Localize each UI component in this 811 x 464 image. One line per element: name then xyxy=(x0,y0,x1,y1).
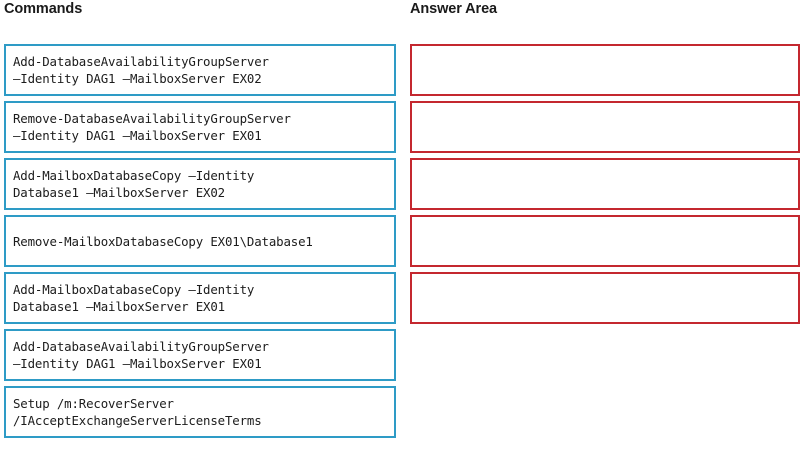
command-item[interactable]: Setup /m:RecoverServer /IAcceptExchangeS… xyxy=(4,386,396,438)
command-line-2: –Identity DAG1 –MailboxServer EX02 xyxy=(13,71,262,86)
command-item[interactable]: Remove-MailboxDatabaseCopy EX01\Database… xyxy=(4,215,396,267)
command-item[interactable]: Add-MailboxDatabaseCopy –Identity Databa… xyxy=(4,158,396,210)
command-line-1: Add-MailboxDatabaseCopy –Identity xyxy=(13,168,255,183)
command-line-2: Database1 –MailboxServer EX02 xyxy=(13,185,225,200)
answer-slot-list xyxy=(410,44,800,329)
commands-column-header: Commands xyxy=(4,1,83,17)
answer-slot[interactable] xyxy=(410,101,800,153)
answer-area-column-header: Answer Area xyxy=(410,1,498,17)
command-line-2: –Identity DAG1 –MailboxServer EX01 xyxy=(13,356,262,371)
command-item[interactable]: Add-DatabaseAvailabilityGroupServer –Ide… xyxy=(4,329,396,381)
command-line-2: –Identity DAG1 –MailboxServer EX01 xyxy=(13,128,262,143)
command-line-1: Remove-DatabaseAvailabilityGroupServer xyxy=(13,111,291,126)
command-line-1: Remove-MailboxDatabaseCopy EX01\Database… xyxy=(13,233,313,249)
command-item[interactable]: Remove-DatabaseAvailabilityGroupServer –… xyxy=(4,101,396,153)
commands-list: Add-DatabaseAvailabilityGroupServer –Ide… xyxy=(4,44,396,443)
command-line-1: Add-MailboxDatabaseCopy –Identity xyxy=(13,282,255,297)
command-line-2: /IAcceptExchangeServerLicenseTerms xyxy=(13,413,262,428)
answer-slot[interactable] xyxy=(410,215,800,267)
command-line-2: Database1 –MailboxServer EX01 xyxy=(13,299,225,314)
command-line-1: Add-DatabaseAvailabilityGroupServer xyxy=(13,54,269,69)
answer-slot[interactable] xyxy=(410,44,800,96)
command-line-1: Add-DatabaseAvailabilityGroupServer xyxy=(13,339,269,354)
command-line-1: Setup /m:RecoverServer xyxy=(13,396,174,411)
answer-slot[interactable] xyxy=(410,272,800,324)
command-item[interactable]: Add-MailboxDatabaseCopy –Identity Databa… xyxy=(4,272,396,324)
command-item[interactable]: Add-DatabaseAvailabilityGroupServer –Ide… xyxy=(4,44,396,96)
answer-slot[interactable] xyxy=(410,158,800,210)
